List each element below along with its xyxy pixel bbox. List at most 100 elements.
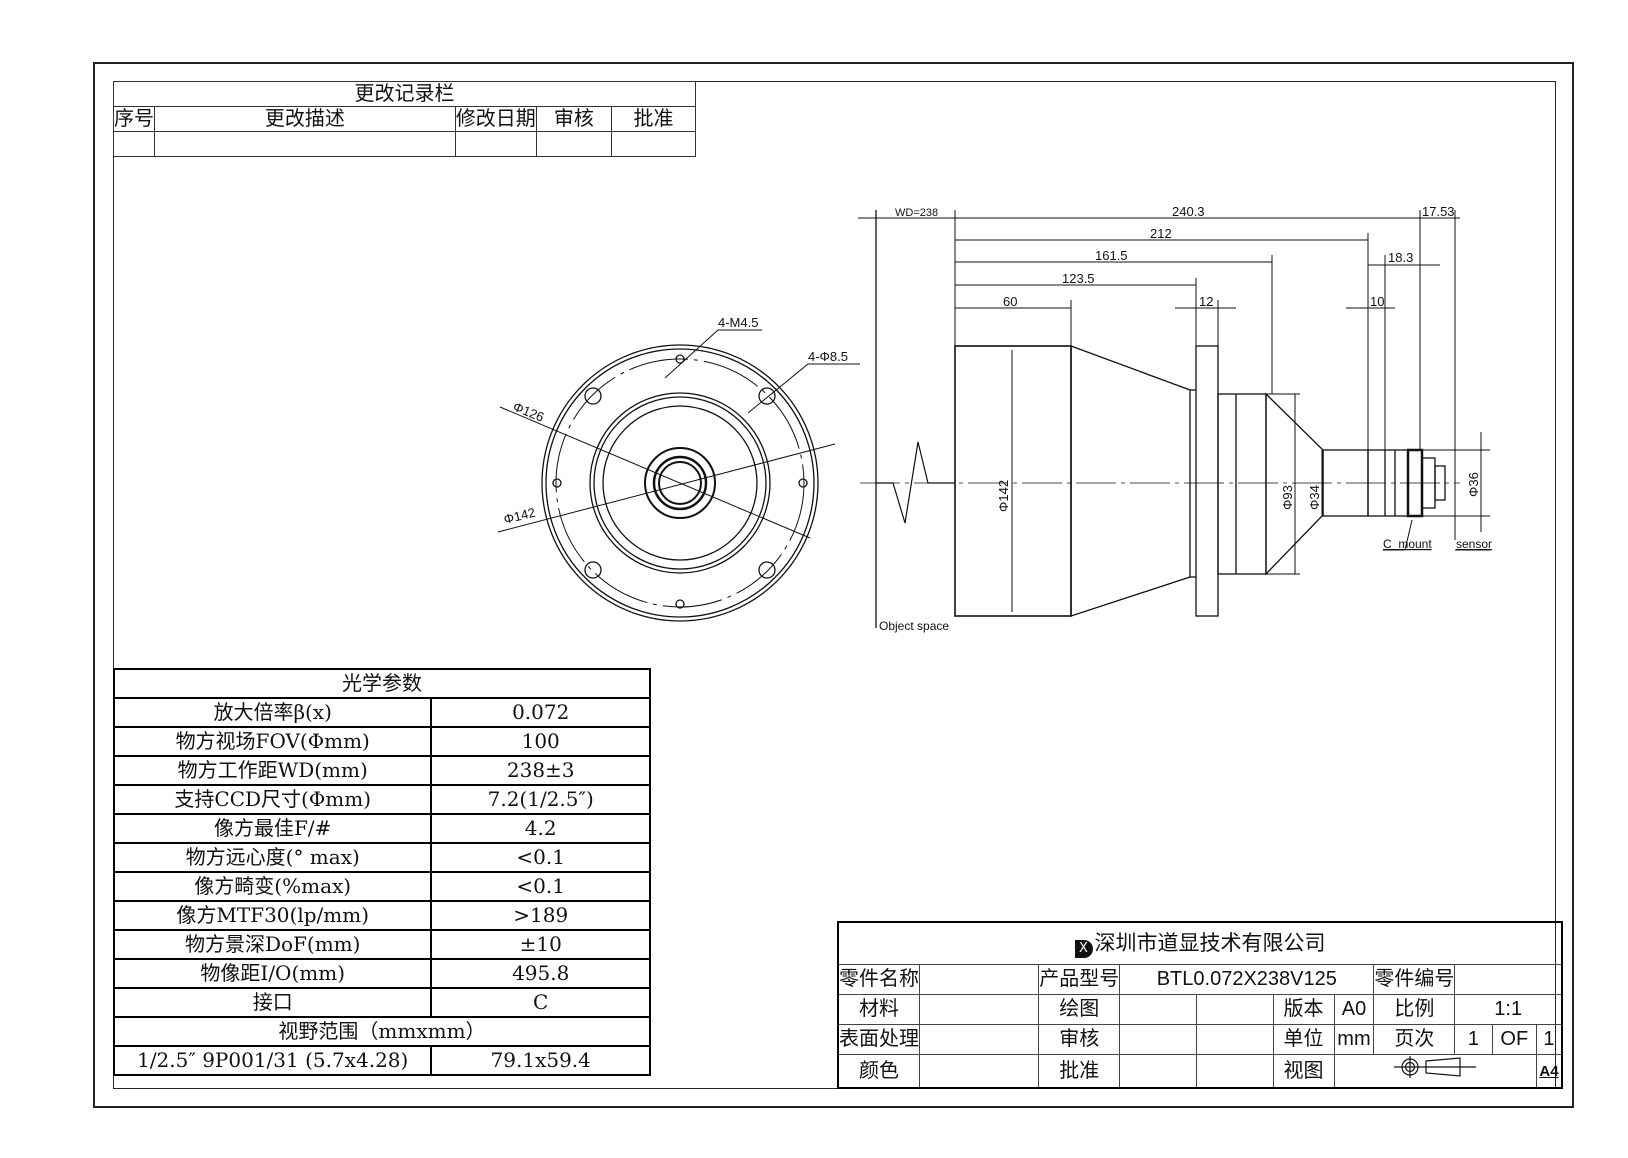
- table-row: 像方最佳F/#4.2: [112, 813, 651, 844]
- inner-circle: [602, 405, 758, 561]
- cell: [535, 131, 613, 157]
- side-view-labels: WD=238 240.3 212 161.5 123.5 60 12 17.53…: [879, 204, 1492, 633]
- col-header-no: 序号: [113, 106, 155, 132]
- change-record-title: 更改记录栏: [113, 81, 696, 107]
- wd-dimension: WD=238: [895, 207, 938, 219]
- table-row: 1/2.5″ 9P001/31 (5.7x4.28)79.1x59.4: [112, 1045, 651, 1076]
- drawn-value: [1119, 994, 1197, 1025]
- part-no-label: 零件编号: [1373, 964, 1456, 995]
- param-name: 物方工作距WD(mm): [112, 755, 433, 786]
- param-value: 495.8: [430, 958, 651, 989]
- object-space-label: Object space: [879, 619, 949, 633]
- dim-212: 212: [1150, 226, 1172, 241]
- param-value: 0.072: [430, 697, 651, 728]
- hole: [584, 561, 602, 579]
- param-name: 像方畸变(%max): [112, 871, 433, 902]
- table-row: 物像距I/O(mm)495.8: [112, 958, 651, 989]
- thread-hole: [675, 354, 685, 364]
- side-view: [858, 210, 1490, 628]
- table-row: [113, 131, 696, 157]
- review-value: [1119, 1024, 1197, 1055]
- company-name: 深圳市道显技术有限公司: [1094, 931, 1326, 955]
- param-name: 物像距I/O(mm): [112, 958, 433, 989]
- c-mount-label: C_mount: [1383, 537, 1432, 551]
- param-value: <0.1: [430, 842, 651, 873]
- param-value: 238±3: [430, 755, 651, 786]
- thread-holes-label: 4-M4.5: [718, 315, 758, 330]
- material-value: [918, 994, 1040, 1025]
- dim-123-5: 123.5: [1062, 271, 1095, 286]
- hole: [758, 387, 776, 405]
- surface-value: [918, 1024, 1040, 1055]
- part-no-value: [1454, 964, 1563, 995]
- fov-value: 79.1x59.4: [430, 1045, 651, 1076]
- param-value: C: [430, 987, 651, 1018]
- page-label: 页次: [1373, 1024, 1456, 1055]
- param-value: 7.2(1/2.5″): [430, 784, 651, 815]
- review-label: 审核: [1038, 1024, 1121, 1055]
- dim-17-53: 17.53: [1422, 204, 1455, 219]
- table-row: 物方远心度(° max)<0.1: [112, 842, 651, 873]
- hole: [758, 561, 776, 579]
- company-logo-icon: X: [1074, 939, 1093, 958]
- param-name: 像方MTF30(lp/mm): [112, 900, 433, 931]
- cell: [154, 131, 456, 157]
- table-row: 像方MTF30(lp/mm)>189: [112, 900, 651, 931]
- table-row: 像方畸变(%max)<0.1: [112, 871, 651, 902]
- flange-outer-circle: [541, 344, 819, 622]
- product-model-value: BTL0.072X238V125: [1119, 964, 1375, 995]
- scale-label: 比例: [1373, 994, 1456, 1025]
- approve-date: [1195, 1054, 1274, 1089]
- change-record-table: 更改记录栏 序号 更改描述 修改日期 审核 批准: [113, 81, 696, 157]
- param-name: 物方景深DoF(mm): [112, 929, 433, 960]
- optical-parameters-table: 光学参数 放大倍率β(x)0.072 物方视场FOV(Φmm)100 物方工作距…: [112, 668, 651, 1076]
- drawn-label: 绘图: [1038, 994, 1121, 1025]
- param-value: 100: [430, 726, 651, 757]
- version-value: A0: [1333, 994, 1375, 1025]
- outer-border: [93, 62, 1574, 1108]
- front-view: [497, 329, 860, 622]
- bolt-circle: [555, 358, 805, 608]
- hole: [584, 387, 602, 405]
- dim-dia-142: Φ142: [996, 480, 1011, 512]
- param-name: 像方最佳F/#: [112, 813, 433, 844]
- color-label: 颜色: [837, 1054, 920, 1089]
- material-label: 材料: [837, 994, 920, 1025]
- total-pages: 1: [1535, 1024, 1563, 1055]
- drawn-date: [1195, 994, 1274, 1025]
- of-label: OF: [1491, 1024, 1537, 1055]
- page-value: 1: [1454, 1024, 1493, 1055]
- drawing-frame: [113, 81, 1556, 1089]
- fov-sensor: 1/2.5″ 9P001/31 (5.7x4.28): [112, 1045, 433, 1076]
- cell: [611, 131, 696, 157]
- param-name: 物方视场FOV(Φmm): [112, 726, 433, 757]
- table-row: 物方视场FOV(Φmm)100: [112, 726, 651, 757]
- dim-161-5: 161.5: [1095, 248, 1128, 263]
- col-header-date: 修改日期: [454, 106, 537, 132]
- color-value: [918, 1054, 1040, 1089]
- review-date: [1195, 1024, 1274, 1055]
- thread-hole: [552, 478, 562, 488]
- table-row: 放大倍率β(x)0.072: [112, 697, 651, 728]
- param-value: >189: [430, 900, 651, 931]
- body-circle-2: [593, 396, 767, 570]
- flange-outer-circle-2: [545, 348, 815, 618]
- through-holes-label: 4-Φ8.5: [808, 349, 848, 364]
- approve-label: 批准: [1038, 1054, 1121, 1089]
- col-header-review: 审核: [535, 106, 613, 132]
- third-angle-projection-icon: [1394, 1056, 1477, 1078]
- view-label: 视图: [1272, 1054, 1335, 1089]
- param-name: 接口: [112, 987, 433, 1018]
- unit-label: 单位: [1272, 1024, 1335, 1055]
- change-record-header: 序号 更改描述 修改日期 审核 批准: [113, 106, 696, 132]
- dia-126-label: Φ126: [511, 399, 546, 425]
- part-name-value: [918, 964, 1040, 995]
- param-name: 放大倍率β(x): [112, 697, 433, 728]
- col-header-desc: 更改描述: [154, 106, 456, 132]
- dim-dia-34: Φ34: [1307, 485, 1322, 510]
- scale-value: 1:1: [1454, 994, 1563, 1025]
